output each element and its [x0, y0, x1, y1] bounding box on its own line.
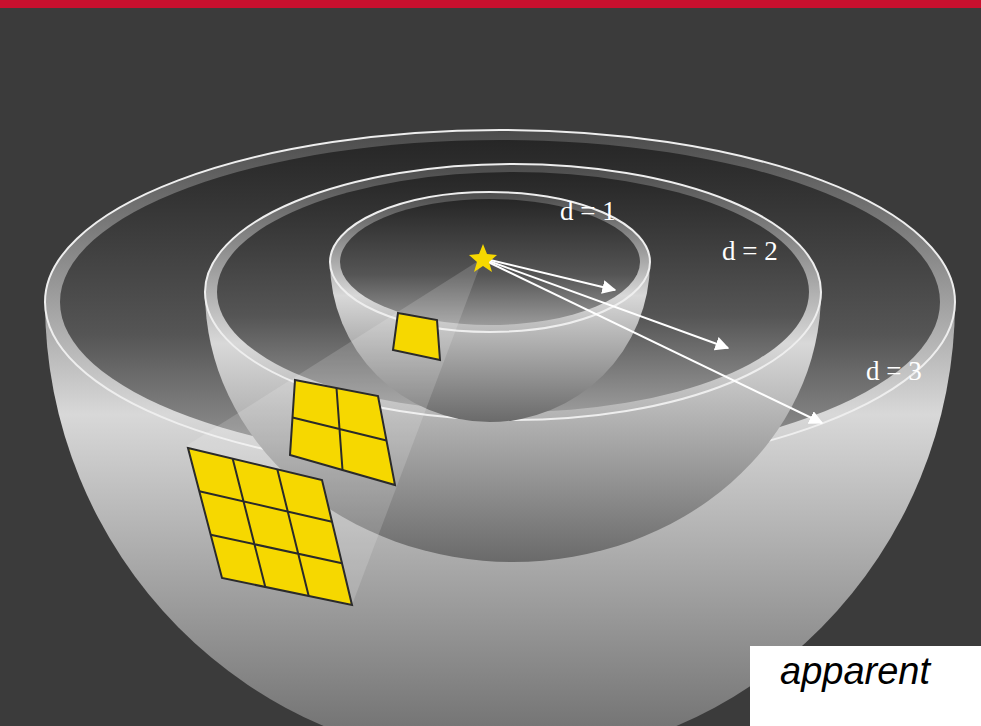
patch-4	[290, 380, 395, 485]
patch-1	[393, 313, 440, 360]
light-cone	[186, 258, 483, 605]
arrow-d2	[486, 260, 728, 348]
text-box: apparent	[750, 646, 981, 726]
distance-label: d = 3	[866, 356, 922, 387]
top-bar	[0, 0, 981, 8]
patch-9	[188, 448, 352, 605]
distance-arrows	[486, 259, 822, 423]
arrow-d3	[486, 261, 822, 423]
area-patches	[188, 313, 440, 605]
caption-word: apparent	[780, 650, 981, 693]
patch-4-grid	[293, 388, 387, 470]
patch-9-grid	[199, 459, 342, 596]
distance-label: d = 1	[560, 196, 616, 227]
outer-shell	[45, 130, 955, 726]
arrow-d1	[486, 259, 615, 290]
distance-label: d = 2	[722, 236, 778, 267]
star-source	[469, 244, 497, 272]
